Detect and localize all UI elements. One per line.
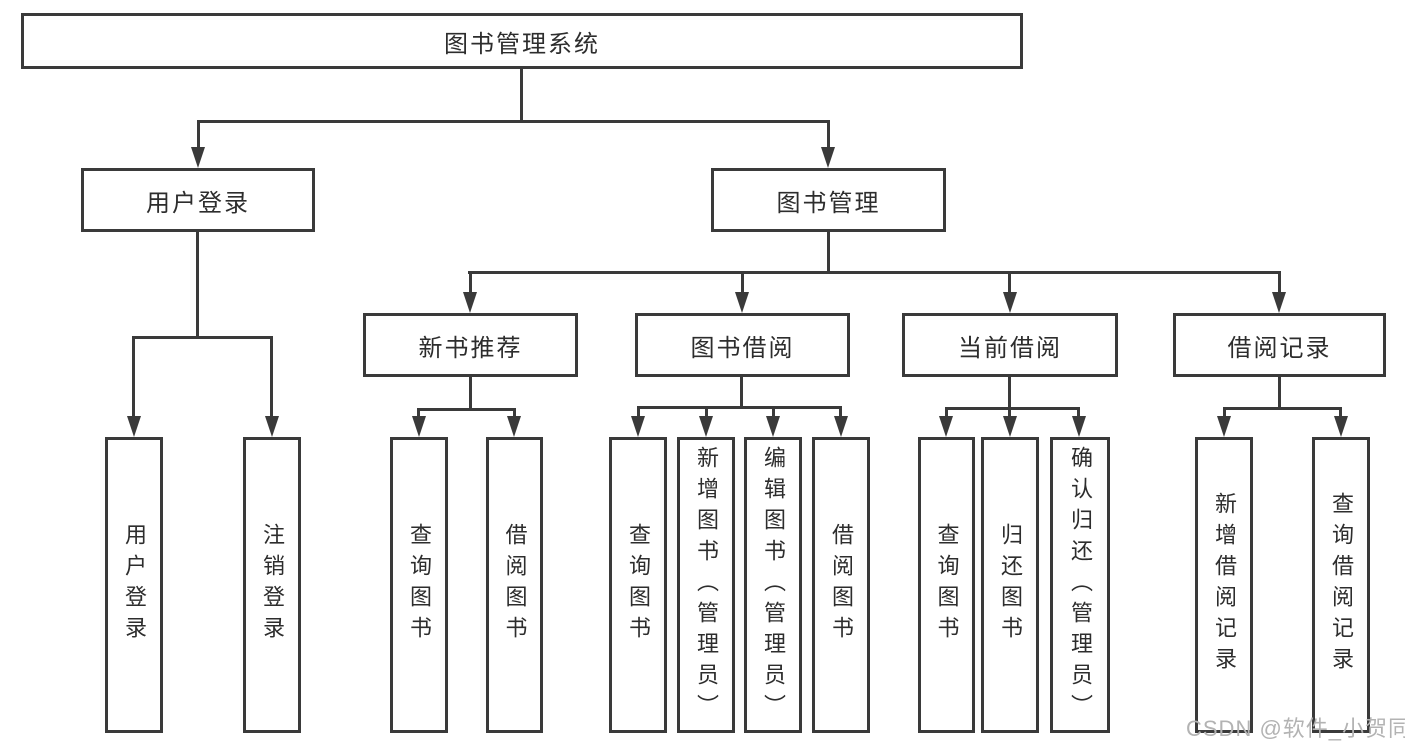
edge-root-stem — [520, 69, 523, 120]
edge-user-login-bar — [132, 336, 272, 339]
leaf-current-query-book: 查询图书 — [918, 437, 975, 733]
edge-stem-bb-edit — [772, 406, 775, 420]
edge-stem-leaf-logout — [270, 336, 273, 418]
edge-borrow-records-bar — [1223, 407, 1342, 410]
edge-current-borrow-bar — [945, 407, 1080, 410]
edge-stem-leaf-user-login — [132, 336, 135, 418]
arrow-to-bb-add-icon — [699, 416, 713, 437]
edge-stem-borrow-records — [1278, 271, 1281, 295]
edge-stem-br-query — [1339, 407, 1342, 420]
edge-recommend-stem — [469, 377, 472, 408]
edge-stem-recommend-query — [417, 408, 420, 420]
arrow-to-book-management-icon — [821, 147, 835, 168]
leaf-recommend-borrow-book: 借阅图书 — [486, 437, 543, 733]
edge-stem-recommend-borrow — [513, 408, 516, 420]
edge-book-borrow-stem — [740, 377, 743, 406]
node-user-login: 用户登录 — [81, 168, 315, 232]
arrow-to-book-borrow-icon — [735, 292, 749, 313]
edge-book-management-stem — [827, 232, 830, 271]
arrow-to-bb-query-icon — [631, 416, 645, 437]
node-new-book-recommend: 新书推荐 — [363, 313, 578, 377]
arrow-to-bb-edit-icon — [766, 416, 780, 437]
edge-user-login-stem — [196, 232, 199, 336]
edge-stem-book-borrow — [741, 271, 744, 295]
arrow-to-borrow-records-icon — [1272, 292, 1286, 313]
edge-stem-cb-return — [1008, 407, 1011, 420]
edge-stem-bb-query — [637, 406, 640, 420]
edge-current-borrow-stem — [1008, 377, 1011, 407]
node-root: 图书管理系统 — [21, 13, 1023, 69]
arrow-to-br-query-icon — [1334, 416, 1348, 437]
arrow-to-cb-confirm-icon — [1072, 416, 1086, 437]
leaf-return-book: 归还图书 — [981, 437, 1039, 733]
edge-stem-current-borrow — [1008, 271, 1011, 295]
arrow-to-recommend-query-icon — [412, 416, 426, 437]
edge-stem-new-book-recommend — [469, 271, 472, 295]
edge-stem-bb-borrow — [839, 406, 842, 420]
leaf-add-book-admin: 新增图书（管理员） — [677, 437, 735, 733]
arrow-to-br-add-icon — [1217, 416, 1231, 437]
leaf-borrow-query-book: 查询图书 — [609, 437, 667, 733]
edge-stem-book-management — [827, 120, 830, 150]
arrow-to-cb-return-icon — [1003, 416, 1017, 437]
edge-stem-cb-confirm — [1077, 407, 1080, 420]
csdn-watermark: CSDN @软件_小贺同学 — [1186, 716, 1405, 741]
arrow-to-leaf-user-login-icon — [127, 416, 141, 437]
leaf-borrow-book: 借阅图书 — [812, 437, 870, 733]
leaf-query-borrow-record: 查询借阅记录 — [1312, 437, 1370, 733]
edge-stem-user-login — [197, 120, 200, 150]
arrow-to-bb-borrow-icon — [834, 416, 848, 437]
edge-borrow-records-stem — [1278, 377, 1281, 407]
edge-recommend-bar — [417, 408, 516, 411]
edge-stem-bb-add — [705, 406, 708, 420]
arrow-to-user-login-icon — [191, 147, 205, 168]
arrow-to-cb-query-icon — [939, 416, 953, 437]
leaf-logout: 注销登录 — [243, 437, 301, 733]
arrow-to-new-book-recommend-icon — [463, 292, 477, 313]
leaf-edit-book-admin: 编辑图书（管理员） — [744, 437, 802, 733]
leaf-user-login: 用户登录 — [105, 437, 163, 733]
arrow-to-current-borrow-icon — [1003, 292, 1017, 313]
node-borrow-records: 借阅记录 — [1173, 313, 1386, 377]
arrow-to-recommend-borrow-icon — [507, 416, 521, 437]
node-current-borrow: 当前借阅 — [902, 313, 1118, 377]
leaf-recommend-query-book: 查询图书 — [390, 437, 448, 733]
edge-stem-br-add — [1223, 407, 1226, 420]
arrow-to-leaf-logout-icon — [265, 416, 279, 437]
leaf-confirm-return-admin: 确认归还（管理员） — [1050, 437, 1110, 733]
leaf-add-borrow-record: 新增借阅记录 — [1195, 437, 1253, 733]
edge-book-management-bar — [468, 271, 1280, 274]
edge-book-borrow-bar — [637, 406, 842, 409]
node-book-borrow: 图书借阅 — [635, 313, 850, 377]
edge-stem-cb-query — [945, 407, 948, 420]
node-book-management: 图书管理 — [711, 168, 946, 232]
edge-root-bar — [197, 120, 830, 123]
